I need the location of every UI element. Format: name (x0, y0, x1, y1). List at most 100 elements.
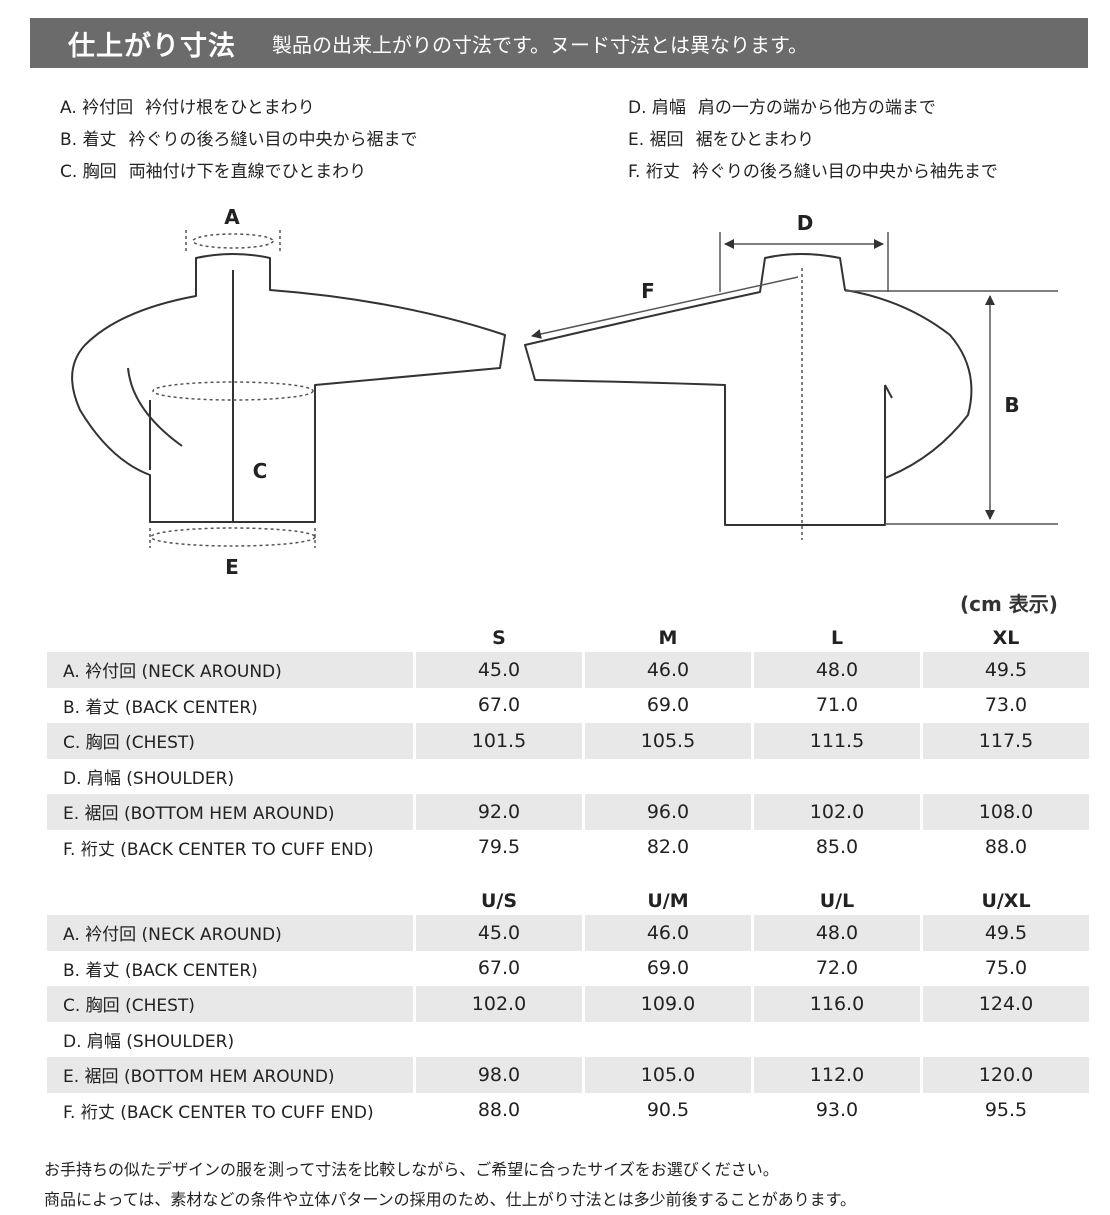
cell-value: 88.0 (477, 1099, 521, 1122)
diagram-letter-a: A (224, 205, 240, 229)
cell-value: 111.5 (754, 723, 920, 759)
definition-a: A. 衿付回衿付け根をひとまわり (60, 92, 417, 124)
diagram-letter-f: F (641, 279, 655, 303)
diagram-letter-e: E (225, 555, 239, 579)
header-bar: 仕上がり寸法 製品の出来上がりの寸法です。ヌード寸法とは異なります。 (30, 18, 1088, 68)
cell-value: 49.5 (923, 652, 1089, 688)
table-row: C. 胸回 (CHEST) 102.0 109.0 116.0 124.0 (47, 986, 1089, 1022)
cell-value: 48.0 (754, 652, 920, 688)
cell-value: 75.0 (984, 957, 1028, 980)
page-title: 仕上がり寸法 (68, 30, 236, 62)
table-header-empty (47, 624, 413, 652)
cell-value (416, 759, 582, 795)
diagram-letter-d: D (797, 211, 814, 235)
cell-value: 109.0 (585, 986, 751, 1022)
cell-value: 102.0 (416, 986, 582, 1022)
table-row: E. 裾回 (BOTTOM HEM AROUND) 98.0 105.0 112… (47, 1057, 1089, 1093)
cell-value: 67.0 (477, 957, 521, 980)
definition-text: 衿付け根をひとまわり (145, 98, 315, 118)
cell-value (585, 1022, 751, 1058)
size-header: L (830, 627, 844, 649)
table-row: A. 衿付回 (NECK AROUND) 45.0 46.0 48.0 49.5 (47, 915, 1089, 951)
cell-value (416, 1022, 582, 1058)
cell-value: 112.0 (754, 1057, 920, 1093)
size-table-unisex: U/S U/M U/L U/XL A. 衿付回 (NECK AROUND) 45… (44, 887, 1092, 1128)
cell-value: 90.5 (646, 1099, 690, 1122)
cell-value: 45.0 (416, 915, 582, 951)
cell-value: 48.0 (754, 915, 920, 951)
definition-text: 衿ぐりの後ろ縫い目の中央から裾まで (128, 130, 418, 150)
note-line: 商品によっては、素材などの条件や立体パターンの採用のため、仕上がり寸法とは多少前… (44, 1190, 857, 1209)
definition-d: D. 肩幅肩の一方の端から他方の端まで (628, 92, 998, 124)
table-row: B. 着丈 (BACK CENTER) 67.0 69.0 72.0 75.0 (47, 951, 1089, 987)
definition-label: C. 胸回 (60, 162, 117, 182)
definition-label: B. 着丈 (60, 130, 117, 150)
cell-value: 67.0 (477, 694, 521, 717)
cell-value: 46.0 (585, 652, 751, 688)
cell-value: 92.0 (416, 794, 582, 830)
cell-value: 117.5 (923, 723, 1089, 759)
table-row: E. 裾回 (BOTTOM HEM AROUND) 92.0 96.0 102.… (47, 794, 1089, 830)
definitions-right: D. 肩幅肩の一方の端から他方の端まで E. 裾回裾をひとまわり F. 裄丈衿ぐ… (628, 92, 998, 188)
definition-f: F. 裄丈衿ぐりの後ろ縫い目の中央から袖先まで (628, 156, 998, 188)
table-row: D. 肩幅 (SHOULDER) (47, 759, 1089, 795)
cell-value: 79.5 (477, 836, 521, 859)
definition-e: E. 裾回裾をひとまわり (628, 124, 998, 156)
diagram-letter-c: C (253, 459, 268, 483)
row-label: B. 着丈 (BACK CENTER) (63, 960, 258, 981)
cell-value: 45.0 (416, 652, 582, 688)
definition-c: C. 胸回両袖付け下を直線でひとまわり (60, 156, 417, 188)
row-label: F. 裄丈 (BACK CENTER TO CUFF END) (63, 839, 374, 860)
cell-value: 105.5 (585, 723, 751, 759)
size-header: M (658, 627, 678, 649)
cell-value: 71.0 (815, 694, 859, 717)
front-measure-lines (149, 230, 316, 548)
cell-value: 73.0 (984, 694, 1028, 717)
size-header: U/XL (981, 890, 1031, 912)
table-row: F. 裄丈 (BACK CENTER TO CUFF END) 79.5 82.… (47, 830, 1089, 866)
cell-value (754, 1022, 920, 1058)
cell-value: 82.0 (646, 836, 690, 859)
unit-note: (cm 表示) (960, 592, 1058, 616)
definition-b: B. 着丈衿ぐりの後ろ縫い目の中央から裾まで (60, 124, 417, 156)
row-label: A. 衿付回 (NECK AROUND) (47, 652, 413, 688)
definitions-left: A. 衿付回衿付け根をひとまわり B. 着丈衿ぐりの後ろ縫い目の中央から裾まで … (60, 92, 417, 188)
cell-value (585, 759, 751, 795)
cell-value: 93.0 (815, 1099, 859, 1122)
cell-value: 46.0 (585, 915, 751, 951)
cell-value: 69.0 (646, 694, 690, 717)
diagram-letter-b: B (1004, 393, 1019, 417)
definition-label: F. 裄丈 (628, 162, 680, 182)
cell-value: 98.0 (416, 1057, 582, 1093)
note-line: お手持ちの似たデザインの服を測って寸法を比較しながら、ご希望に合ったサイズをお選… (44, 1160, 779, 1179)
table-row: D. 肩幅 (SHOULDER) (47, 1022, 1089, 1058)
size-header: XL (992, 627, 1020, 649)
size-header: U/L (819, 890, 855, 912)
row-label: A. 衿付回 (NECK AROUND) (47, 915, 413, 951)
cell-value: 72.0 (815, 957, 859, 980)
cell-value: 69.0 (646, 957, 690, 980)
row-label: C. 胸回 (CHEST) (47, 723, 413, 759)
size-header: U/M (647, 890, 689, 912)
definition-text: 肩の一方の端から他方の端まで (697, 98, 936, 118)
row-label: E. 裾回 (BOTTOM HEM AROUND) (47, 794, 413, 830)
front-jacket-illustration (71, 253, 506, 523)
cell-value: 96.0 (585, 794, 751, 830)
row-label: D. 肩幅 (SHOULDER) (63, 768, 235, 789)
size-header: S (492, 627, 506, 649)
row-label: F. 裄丈 (BACK CENTER TO CUFF END) (63, 1102, 374, 1123)
back-jacket-illustration (524, 253, 973, 526)
back-measure-lines (531, 232, 1058, 540)
cell-value: 105.0 (585, 1057, 751, 1093)
definition-label: D. 肩幅 (628, 98, 686, 118)
cell-value: 108.0 (923, 794, 1089, 830)
size-table-standard: S M L XL A. 衿付回 (NECK AROUND) 45.0 46.0 … (44, 624, 1092, 865)
definition-text: 裾をひとまわり (695, 130, 815, 150)
table-row: F. 裄丈 (BACK CENTER TO CUFF END) 88.0 90.… (47, 1093, 1089, 1129)
cell-value: 124.0 (923, 986, 1089, 1022)
row-label: D. 肩幅 (SHOULDER) (63, 1031, 235, 1052)
definition-text: 両袖付け下を直線でひとまわり (128, 162, 367, 182)
definition-label: E. 裾回 (628, 130, 684, 150)
page-subtitle: 製品の出来上がりの寸法です。ヌード寸法とは異なります。 (272, 32, 808, 57)
table-row: B. 着丈 (BACK CENTER) 67.0 69.0 71.0 73.0 (47, 688, 1089, 724)
